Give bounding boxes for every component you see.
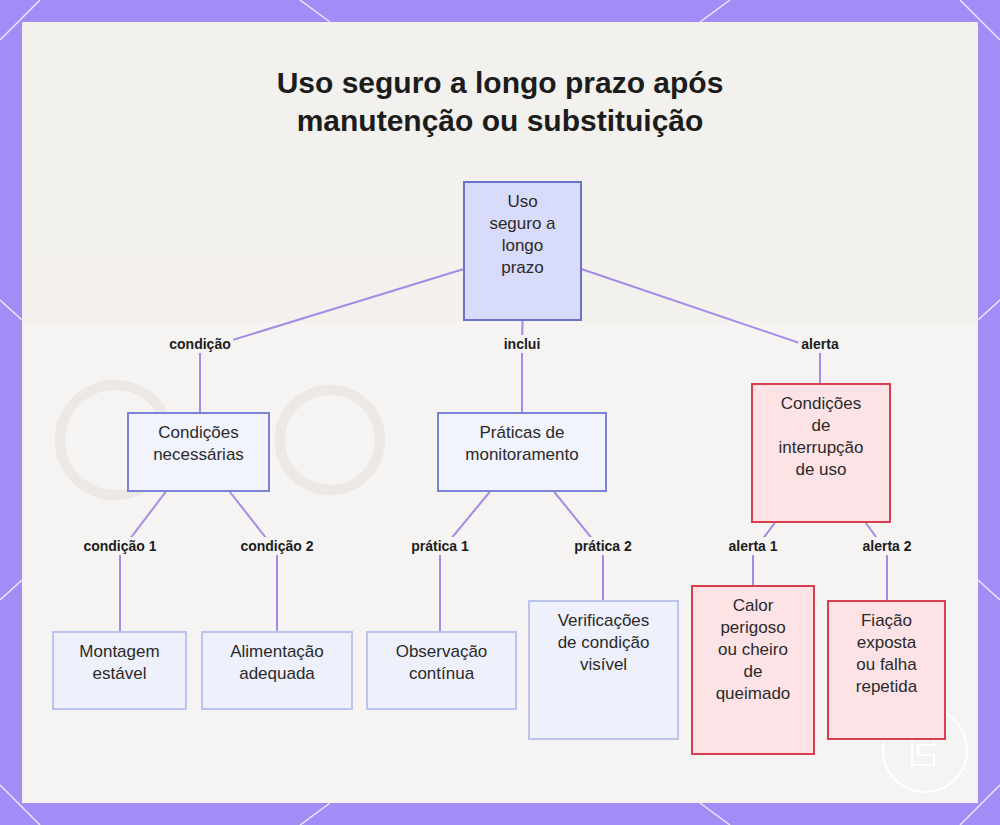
node-text: Calor perigoso ou cheiro de queimado — [713, 595, 793, 705]
node-text: Uso seguro a longo prazo — [485, 191, 561, 279]
frame-line — [0, 580, 22, 600]
node-text: Condições de interrupção de uso — [775, 393, 867, 481]
node-text: Verificações de condição visível — [550, 610, 657, 676]
connector-line — [230, 492, 277, 631]
frame-line — [300, 0, 330, 22]
alert-category-box: Condições de interrupção de uso — [751, 383, 891, 523]
connector-line — [440, 492, 490, 631]
panel — [22, 22, 978, 803]
connector-line — [866, 523, 887, 600]
connector-line — [582, 269, 820, 383]
edge-label: alerta 1 — [725, 537, 780, 555]
leaf-box: Observação contínua — [366, 631, 517, 710]
node-text: Práticas de monitoramento — [447, 422, 597, 466]
frame-line — [300, 803, 330, 825]
category-box: Práticas de monitoramento — [437, 412, 607, 492]
leaf-box: Verificações de condição visível — [528, 600, 679, 740]
node-text: Fiação exposta ou falha repetida — [851, 610, 922, 698]
leaf-box: Montagem estável — [52, 631, 187, 710]
frame-line — [700, 0, 730, 22]
frame-line — [700, 803, 730, 825]
alert-box: Fiação exposta ou falha repetida — [827, 600, 946, 740]
edge-label: prática 1 — [408, 537, 472, 555]
edge-label: alerta 2 — [859, 537, 914, 555]
node-text: Montagem estável — [62, 641, 177, 685]
edge-label: inclui — [501, 335, 544, 353]
faded-icon — [280, 390, 380, 490]
edge-label: alerta — [798, 335, 841, 353]
frame-line — [978, 580, 1000, 600]
edge-label: condição 1 — [80, 537, 159, 555]
edge-label: condição — [166, 335, 233, 353]
node-text: Alimentação adequada — [211, 641, 343, 685]
frame-line — [0, 300, 22, 320]
root-box: Uso seguro a longo prazo — [463, 181, 582, 321]
diagram-title: Uso seguro a longo prazo após manutenção… — [230, 64, 770, 140]
node-text: Condições necessárias — [137, 422, 260, 466]
edge-label: condição 2 — [237, 537, 316, 555]
node-text: Observação contínua — [376, 641, 507, 685]
frame-line — [978, 300, 1000, 320]
edge-label: prática 2 — [571, 537, 635, 555]
leaf-box: Alimentação adequada — [201, 631, 353, 710]
faded-band — [22, 22, 978, 322]
alert-box: Calor perigoso ou cheiro de queimado — [691, 585, 815, 755]
category-box: Condições necessárias — [127, 412, 270, 492]
connector-line — [200, 269, 463, 412]
connector-line — [120, 492, 166, 631]
